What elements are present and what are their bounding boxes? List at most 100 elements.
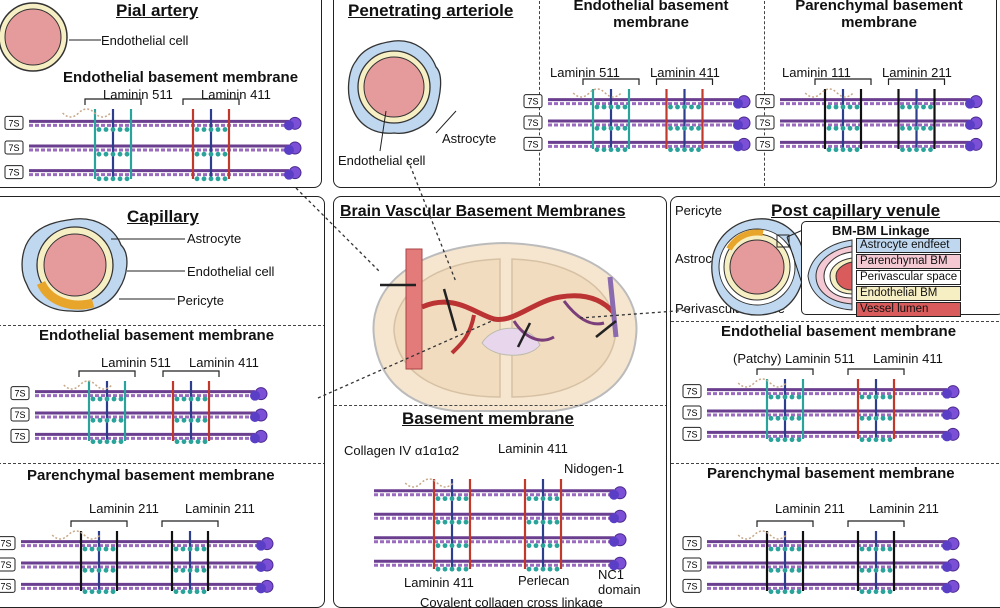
nidogen-bead	[615, 147, 621, 153]
seven-s-label: 7S	[0, 581, 11, 591]
nidogen-bead	[117, 176, 123, 182]
nidogen-bead	[907, 125, 912, 131]
seven-s-label: 7S	[8, 143, 19, 153]
nidogen-bead	[111, 417, 117, 423]
nidogen-bead	[540, 543, 546, 549]
seven-s-label: 7S	[759, 118, 770, 128]
capillary-panel: Capillary Astrocyte Endothelial cell Per…	[0, 196, 325, 608]
nidogen-bead	[540, 519, 546, 525]
nidogen-bead	[768, 589, 774, 595]
venule-pericyte-label: Pericyte	[675, 203, 722, 218]
nidogen-bead	[110, 589, 116, 595]
nidogen-bead	[201, 589, 207, 595]
nidogen-bead	[180, 589, 186, 595]
nc1-globule	[609, 536, 619, 547]
nidogen-bead	[208, 127, 214, 132]
center-perlecan-label: Perlecan	[518, 573, 570, 588]
seven-s-box	[10, 428, 30, 443]
nidogen-bead	[103, 176, 109, 182]
penetrating-endothelial-label: Endothelial cell	[338, 153, 426, 168]
nidogen-bead	[880, 589, 886, 595]
nidogen-bead	[110, 546, 116, 552]
nidogen-bead	[90, 439, 96, 445]
nidogen-bead	[833, 104, 839, 110]
nidogen-bead	[775, 415, 781, 421]
seven-s-box	[4, 115, 24, 130]
nidogen-bead	[96, 567, 102, 573]
capillary-divider-1	[0, 325, 324, 326]
laminin-bracket	[182, 98, 240, 105]
nidogen-bead	[97, 417, 103, 423]
venule-ebm-laminin-b: Laminin 411	[873, 351, 943, 366]
nc1-globule	[942, 583, 952, 594]
nidogen-bead	[547, 496, 553, 502]
nidogen-bead	[789, 567, 795, 573]
capillary-pericyte-label: Pericyte	[177, 293, 224, 308]
nidogen-bead	[880, 437, 886, 443]
nidogen-bead	[928, 104, 933, 110]
nidogen-bead	[796, 394, 802, 400]
seven-s-box	[682, 536, 702, 551]
nidogen-bead	[796, 415, 802, 421]
nidogen-bead	[833, 125, 839, 131]
perlecan-strand	[737, 378, 787, 388]
nidogen-bead	[89, 546, 95, 552]
nc1-globule	[942, 388, 952, 399]
perlecan-strand	[572, 88, 622, 98]
bmbm-title: BM-BM Linkage	[832, 223, 930, 238]
nidogen-bead	[866, 589, 872, 595]
nidogen-bead	[103, 567, 109, 573]
laminin-bracket	[847, 520, 905, 527]
center-panel: Brain Vascular Basement Membranes Baseme…	[333, 196, 667, 608]
pial-artery-vessel-icon	[0, 2, 68, 72]
nidogen-bead	[554, 566, 560, 572]
nc1-globule	[256, 562, 266, 572]
nidogen-bead	[873, 415, 879, 421]
nidogen-bead	[921, 147, 926, 153]
nidogen-bead	[608, 125, 614, 131]
nidogen-bead	[554, 496, 560, 502]
nidogen-bead	[887, 589, 893, 595]
nidogen-bead	[547, 519, 553, 525]
laminin-bracket	[655, 78, 714, 85]
nidogen-bead	[859, 546, 865, 552]
nidogen-bead	[789, 415, 795, 421]
nidogen-bead	[675, 104, 680, 110]
nidogen-bead	[463, 566, 469, 572]
nidogen-bead	[675, 147, 680, 153]
nidogen-bead	[181, 439, 187, 445]
seven-s-label: 7S	[686, 387, 697, 397]
laminin-bracket	[582, 78, 640, 85]
nc1-globule	[609, 513, 619, 524]
nidogen-bead	[782, 415, 788, 421]
nidogen-bead	[194, 176, 200, 182]
nidogen-bead	[880, 546, 886, 552]
nidogen-bead	[180, 567, 186, 573]
nc1-globule	[284, 145, 294, 155]
nidogen-bead	[181, 396, 187, 402]
nidogen-bead	[187, 589, 193, 595]
nidogen-bead	[110, 567, 116, 573]
nc1-globule	[965, 120, 975, 130]
nidogen-bead	[866, 415, 872, 421]
nidogen-bead	[96, 589, 102, 595]
nidogen-bead	[222, 176, 228, 182]
nidogen-bead	[449, 566, 455, 572]
nidogen-bead	[675, 125, 680, 131]
nidogen-bead	[782, 437, 788, 443]
capillary-vessel-icon	[21, 218, 128, 313]
nc1-globule	[250, 433, 260, 444]
nidogen-bead	[173, 546, 179, 552]
nidogen-bead	[97, 439, 103, 445]
nidogen-bead	[533, 519, 539, 525]
capillary-endothelial-label: Endothelial cell	[187, 264, 275, 279]
nidogen-bead	[110, 127, 116, 132]
nc1-globule	[942, 410, 952, 420]
capillary-pbm-title: Parenchymal basement membrane	[27, 467, 275, 484]
nidogen-bead	[195, 439, 201, 445]
nidogen-bead	[188, 396, 194, 402]
nidogen-bead	[96, 176, 102, 182]
